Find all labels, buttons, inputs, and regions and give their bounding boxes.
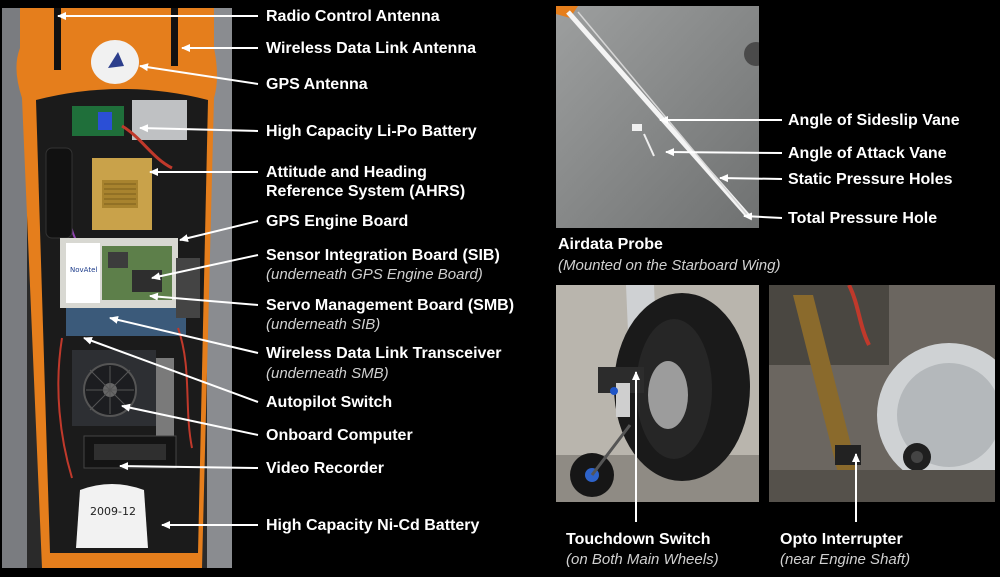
sideslip-vane bbox=[632, 124, 642, 131]
label-wireless-transceiver: Wireless Data Link Transceiver bbox=[266, 345, 502, 362]
leader-sib bbox=[151, 254, 259, 281]
label-ahrs-line1: Attitude and Heading bbox=[266, 164, 427, 181]
label-gps-engine-board: GPS Engine Board bbox=[266, 213, 409, 230]
label-static-holes: Static Pressure Holes bbox=[788, 171, 953, 188]
nicd-battery-pack bbox=[76, 484, 148, 548]
radio-control-antenna bbox=[54, 8, 61, 70]
label-wireless-data-link-antenna: Wireless Data Link Antenna bbox=[266, 40, 476, 57]
label-touchdown-switch: Touchdown Switch bbox=[566, 531, 711, 548]
label-autopilot-switch: Autopilot Switch bbox=[266, 394, 393, 411]
airdata-probe-photo bbox=[556, 6, 759, 228]
wireless-data-link-antenna bbox=[171, 8, 178, 66]
leader-autopilot-switch bbox=[83, 337, 259, 403]
leader-gps-antenna bbox=[139, 63, 259, 85]
label-radio-control-antenna: Radio Control Antenna bbox=[266, 8, 440, 25]
leader-video-recorder bbox=[119, 462, 259, 471]
wheel-illustration bbox=[556, 285, 759, 502]
leader-smb bbox=[149, 292, 259, 306]
note-sib: (underneath GPS Engine Board) bbox=[266, 266, 483, 283]
label-sib: Sensor Integration Board (SIB) bbox=[266, 247, 500, 264]
leader-wireless-transceiver bbox=[109, 315, 259, 354]
attack-vane bbox=[643, 133, 655, 157]
label-ahrs-line2: Reference System (AHRS) bbox=[266, 183, 466, 200]
label-lipo-battery: High Capacity Li-Po Battery bbox=[266, 123, 477, 140]
label-opto-interrupter: Opto Interrupter bbox=[780, 531, 903, 548]
novatel-board-logo: NovAtel bbox=[70, 266, 98, 274]
label-onboard-computer: Onboard Computer bbox=[266, 427, 413, 444]
label-total-hole: Total Pressure Hole bbox=[788, 210, 938, 227]
probe-boom bbox=[566, 10, 750, 218]
label-gps-antenna: GPS Antenna bbox=[266, 76, 368, 93]
note-touchdown-switch: (on Both Main Wheels) bbox=[566, 551, 719, 568]
leader-total-hole bbox=[743, 212, 783, 221]
note-smb: (underneath SIB) bbox=[266, 316, 381, 333]
opto-interrupter-photo bbox=[769, 285, 995, 502]
note-wireless-transceiver: (underneath SMB) bbox=[266, 365, 389, 382]
engine-illustration bbox=[769, 285, 995, 502]
label-nicd-battery: High Capacity Ni-Cd Battery bbox=[266, 517, 480, 534]
caption-airdata-probe: Airdata Probe bbox=[558, 236, 663, 253]
leader-gps-engine-board bbox=[179, 220, 259, 242]
label-sideslip-vane: Angle of Sideslip Vane bbox=[788, 112, 960, 129]
label-video-recorder: Video Recorder bbox=[266, 460, 384, 477]
leader-onboard-computer bbox=[121, 403, 259, 436]
note-opto-interrupter: (near Engine Shaft) bbox=[780, 551, 911, 568]
label-attack-vane: Angle of Attack Vane bbox=[788, 145, 947, 162]
opto-board-arm bbox=[793, 295, 861, 485]
leader-attack-vane bbox=[665, 148, 783, 157]
leader-static-holes bbox=[719, 174, 783, 183]
touchdown-switch-photo bbox=[556, 285, 759, 502]
airdata-probe-illustration bbox=[556, 6, 759, 228]
label-smb: Servo Management Board (SMB) bbox=[266, 297, 515, 314]
leader-lipo-battery bbox=[139, 124, 259, 133]
aircraft-illustration bbox=[2, 8, 232, 568]
caption-probe-note: (Mounted on the Starboard Wing) bbox=[558, 257, 781, 274]
battery-date-stamp: 2009-12 bbox=[90, 505, 136, 518]
aircraft-photo: 2009-12 NovAtel bbox=[2, 8, 232, 568]
